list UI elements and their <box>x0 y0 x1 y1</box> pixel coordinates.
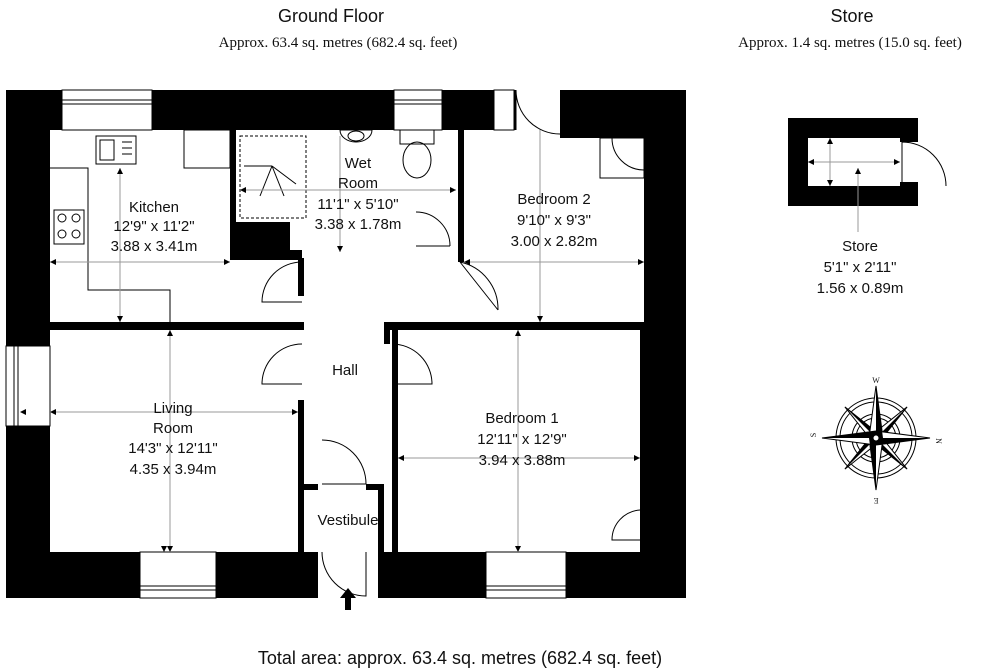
interior-walls <box>50 90 644 552</box>
store-plan <box>788 118 947 232</box>
bedroom1-window <box>485 551 567 599</box>
compass-bottom-label: E <box>873 496 878 505</box>
kitchen-sink-icon <box>95 135 137 165</box>
label-bedroom1: Bedroom 1 12'11" x 12'9" 3.94 x 3.88m <box>477 410 567 469</box>
label-kitchen: Kitchen 12'9" x 11'2" 3.88 x 3.41m <box>111 199 198 255</box>
wet-room-name-2: Room <box>338 175 378 192</box>
living-room-metric: 4.35 x 3.94m <box>130 461 217 478</box>
total-area: Total area: approx. 63.4 sq. metres (682… <box>258 648 662 668</box>
vestibule-name: Vestibule <box>318 512 379 529</box>
store-metric: 1.56 x 0.89m <box>817 280 904 297</box>
living-room-bottom-window <box>139 551 217 599</box>
room-interiors <box>50 130 644 552</box>
living-room-imperial: 14'3" x 12'11" <box>128 440 218 457</box>
hob-icon <box>53 209 85 245</box>
ground-floor-title: Ground Floor <box>278 6 384 26</box>
shower-icon <box>239 135 307 219</box>
living-room-name-1: Living <box>153 400 192 417</box>
bedroom2-imperial: 9'10" x 9'3" <box>517 212 591 229</box>
compass-left-label: S <box>809 433 818 437</box>
compass-top-label: W <box>872 376 880 385</box>
ground-floor-area: Approx. 63.4 sq. metres (682.4 sq. feet) <box>219 35 458 51</box>
bedroom2-metric: 3.00 x 2.82m <box>511 233 598 250</box>
compass-rose-icon: W N E S <box>809 376 943 505</box>
compass-right-label: N <box>934 438 943 444</box>
bedroom1-metric: 3.94 x 3.88m <box>479 452 566 469</box>
kitchen-name: Kitchen <box>129 199 179 216</box>
wet-room-name-1: Wet <box>345 155 372 172</box>
entrance-arrow-icon <box>340 588 356 610</box>
toilet-icon <box>399 129 435 179</box>
basin-icon <box>339 129 373 143</box>
dimension-arrows <box>20 168 644 552</box>
bedroom1-imperial: 12'11" x 12'9" <box>477 431 567 448</box>
windows <box>5 89 567 599</box>
store-area: Approx. 1.4 sq. metres (15.0 sq. feet) <box>738 35 962 51</box>
living-room-name-2: Room <box>153 420 193 437</box>
kitchen-imperial: 12'9" x 11'2" <box>113 218 194 235</box>
fixtures <box>50 129 645 322</box>
bedroom2-window <box>493 89 515 131</box>
label-bedroom2: Bedroom 2 9'10" x 9'3" 3.00 x 2.82m <box>511 191 598 250</box>
bedroom2-name: Bedroom 2 <box>517 191 590 208</box>
wet-room-window <box>393 89 443 131</box>
label-living-room: Living Room 14'3" x 12'11" 4.35 x 3.94m <box>128 400 218 478</box>
dimension-guides <box>50 130 644 552</box>
kitchen-metric: 3.88 x 3.41m <box>111 238 198 255</box>
wet-room-metric: 3.38 x 1.78m <box>315 216 402 233</box>
label-store: Store 5'1" x 2'11" 1.56 x 0.89m <box>817 238 904 297</box>
label-wet-room: Wet Room 11'1" x 5'10" 3.38 x 1.78m <box>315 155 402 233</box>
store-title: Store <box>830 6 873 26</box>
hall-name: Hall <box>332 362 358 379</box>
bedroom1-name: Bedroom 1 <box>485 410 558 427</box>
living-room-window <box>5 345 51 427</box>
store-name: Store <box>842 238 878 255</box>
store-imperial: 5'1" x 2'11" <box>824 259 897 276</box>
wet-room-imperial: 11'1" x 5'10" <box>317 196 398 213</box>
kitchen-window <box>61 89 153 131</box>
